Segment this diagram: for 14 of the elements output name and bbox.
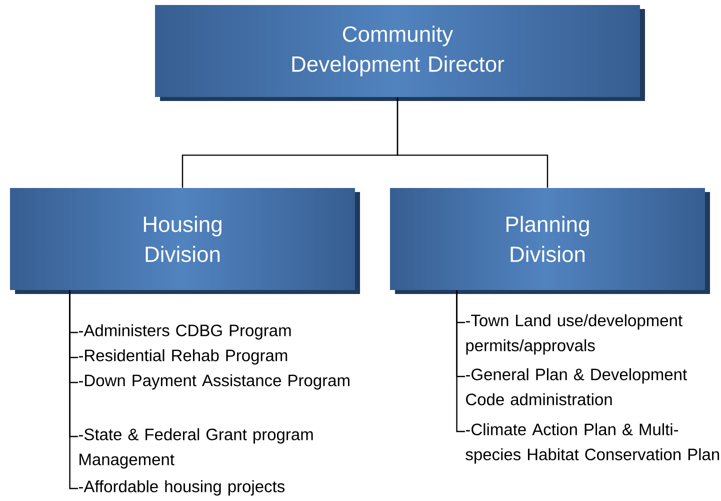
connector-line <box>69 290 78 490</box>
list-item: -State & Federal Grant program Management <box>78 428 313 469</box>
org-box: Housing Division <box>10 188 360 294</box>
connector-line <box>396 97 548 188</box>
list-item: -Affordable housing projects <box>78 480 285 496</box>
list-item: -Residential Rehab Program <box>78 349 288 365</box>
list-item: -Down Payment Assistance Program <box>78 374 350 390</box>
list-item: -Administers CDBG Program <box>78 324 291 340</box>
org-box: Planning Division <box>390 188 710 294</box>
list-item: -General Plan & Development Code administration <box>466 368 687 406</box>
org-box: Community Development Director <box>155 5 645 101</box>
list-item: -Town Land use/development permits/approvals <box>466 314 682 355</box>
list-item: -Climate Action Plan & Multi-species Habitat Conservation Plan <box>466 423 720 464</box>
connector-line <box>456 290 465 432</box>
